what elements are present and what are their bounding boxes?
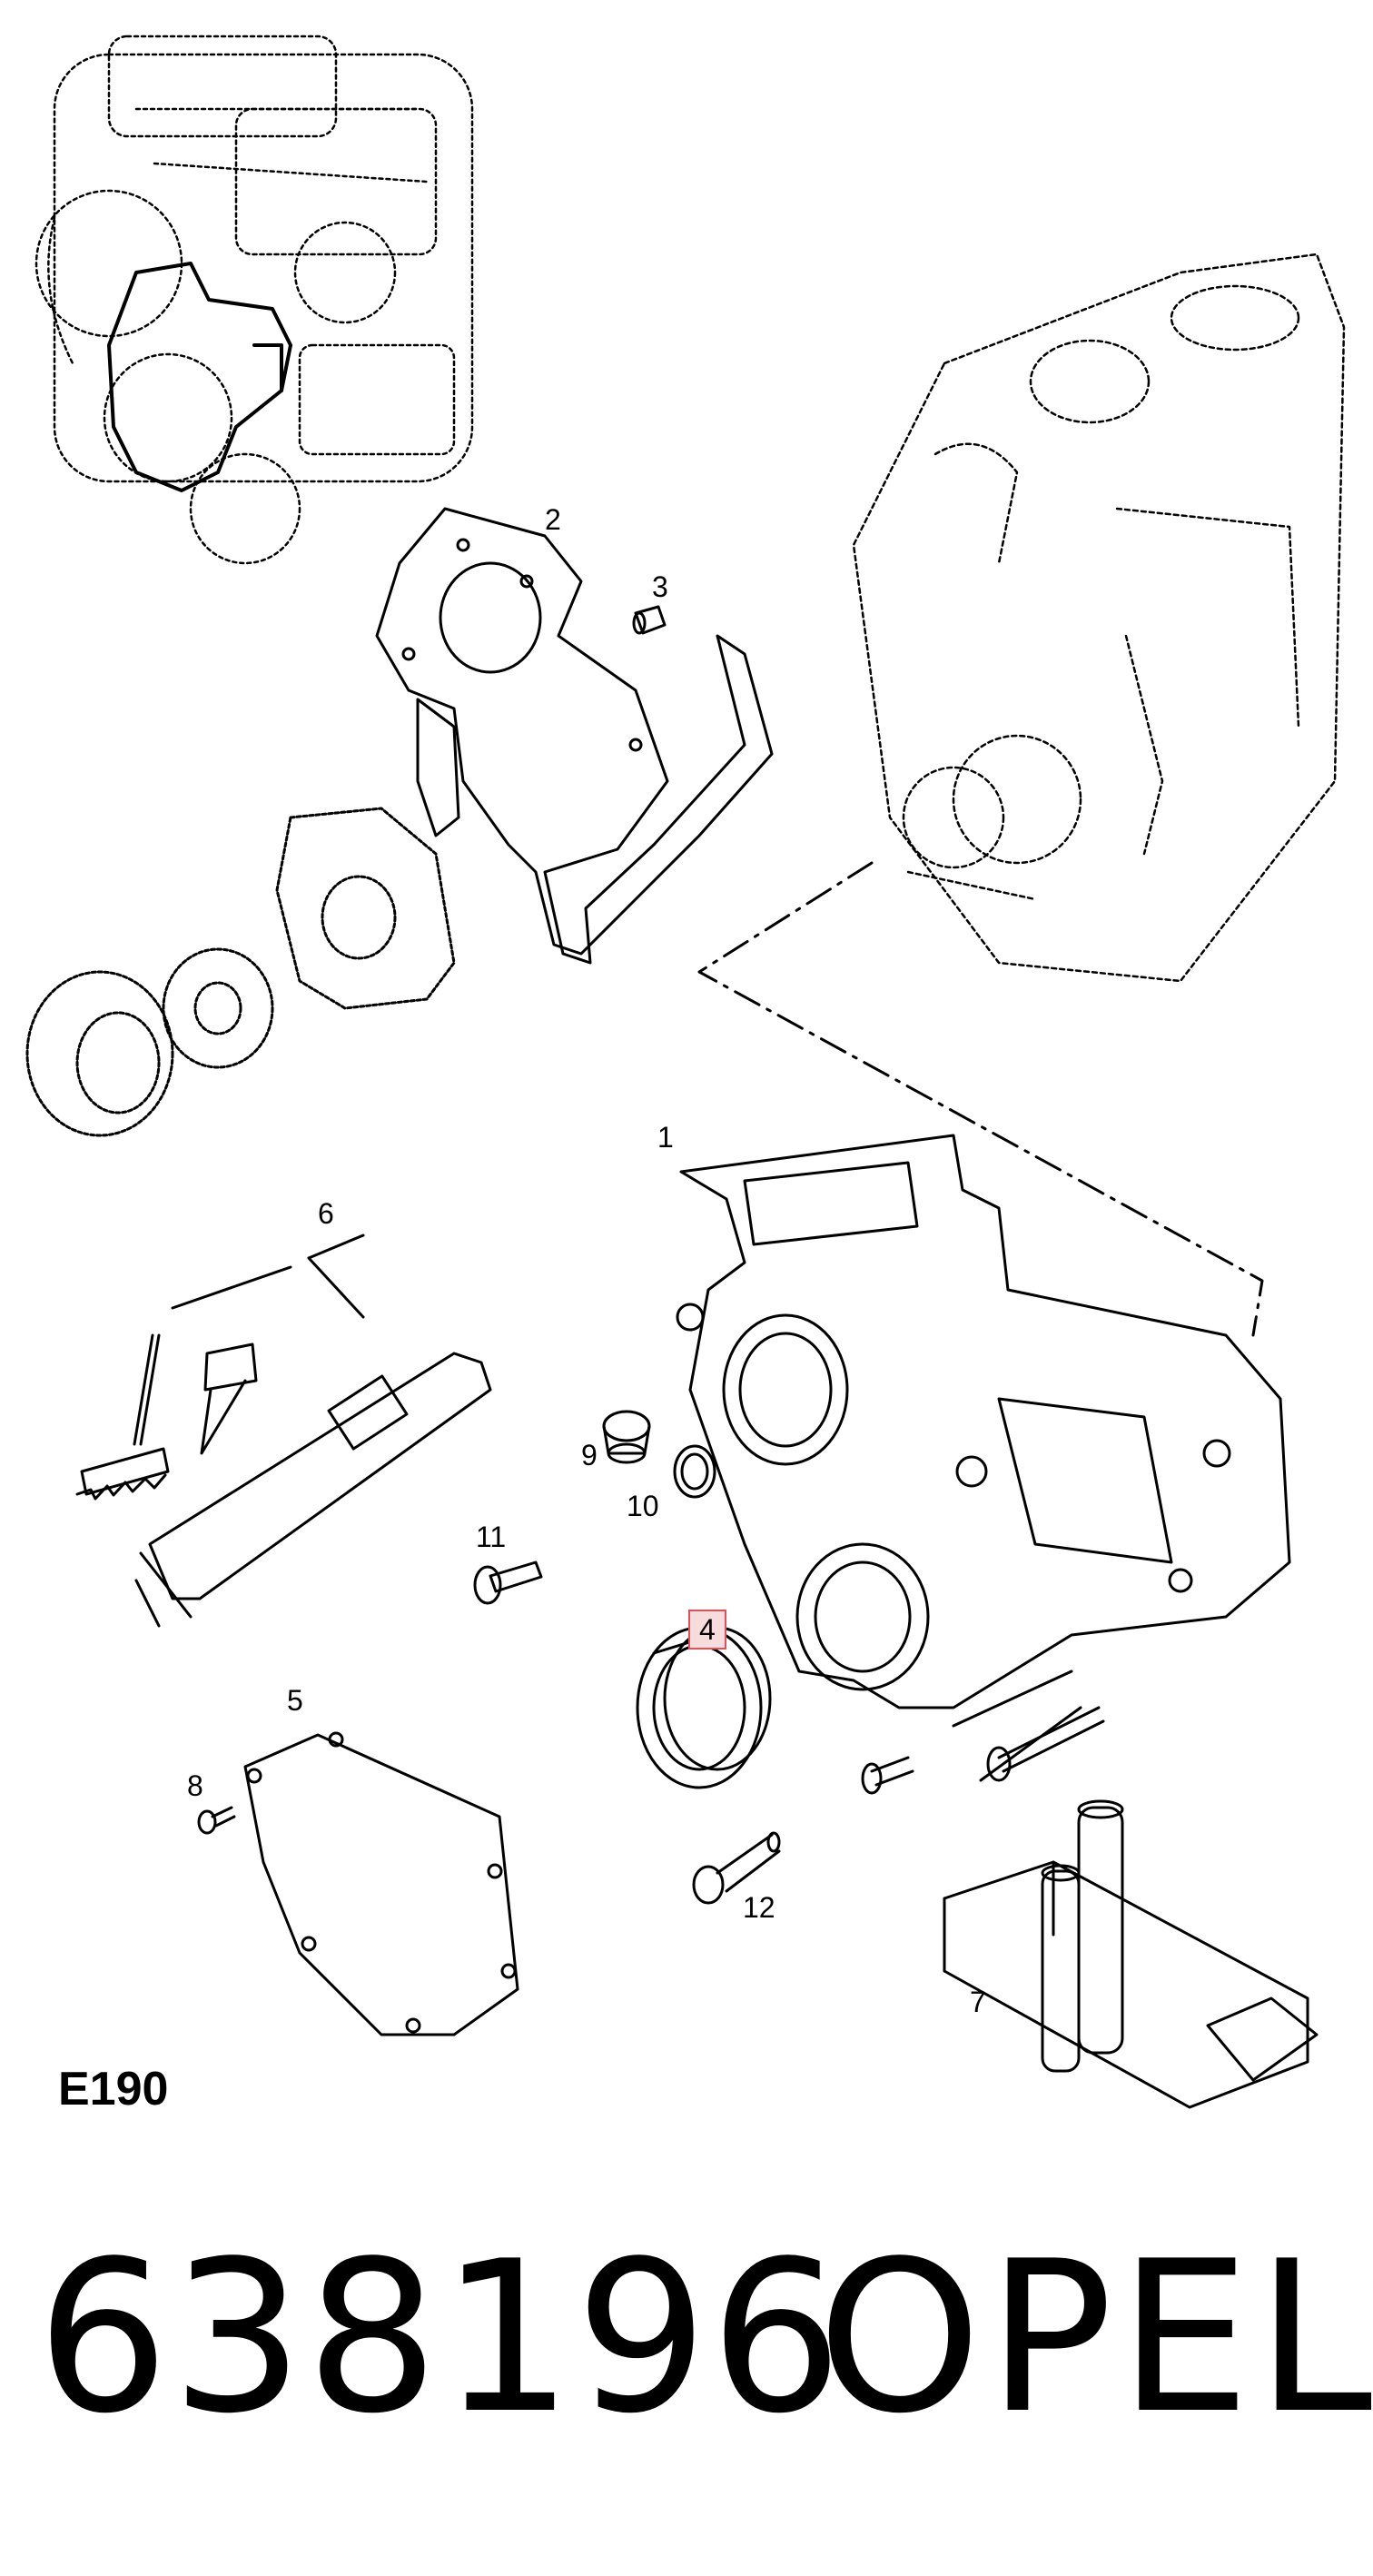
part-10-sealing-washer (673, 1444, 716, 1499)
part-12-bolt (692, 1831, 781, 1905)
oil-pump-outer-ring (25, 970, 174, 1137)
part-number: 638196 (36, 2217, 845, 2460)
callout-9: 9 (581, 1439, 598, 1471)
brand-name: OPEL (817, 2217, 1373, 2460)
callout-5: 5 (287, 1684, 303, 1717)
part-2-timing-cover-gasket (375, 507, 774, 965)
part-8-screw (197, 1806, 236, 1835)
engine-block-illustration (852, 253, 1346, 983)
assembly-guide-line (697, 861, 1264, 1337)
engine-overview-illustration (35, 35, 474, 565)
part-3-dowel-pin (632, 605, 667, 635)
part-1-timing-cover-housing (676, 1134, 1291, 1782)
callout-7: 7 (970, 1986, 986, 2018)
housing-bolt-lower-left (861, 1756, 914, 1795)
callout-6: 6 (318, 1197, 334, 1230)
callout-12: 12 (743, 1891, 775, 1924)
part-4-crankshaft-seal-ring (636, 1626, 772, 1789)
callout-10: 10 (627, 1490, 659, 1522)
part-6-sealant-kit (75, 1234, 492, 1628)
housing-bolt-lower-right (986, 1706, 1105, 1782)
oil-pump-cover-plate (275, 807, 456, 1010)
callout-11: 11 (476, 1521, 507, 1553)
callout-2: 2 (545, 503, 561, 536)
part-11-bolt (473, 1560, 543, 1605)
oil-pump-inner-gear (162, 947, 274, 1069)
callout-8: 8 (187, 1769, 203, 1802)
callout-1: 1 (657, 1121, 674, 1154)
part-9-plug-screw (602, 1410, 651, 1464)
callout-4-highlighted[interactable]: 4 (688, 1610, 726, 1650)
part-7-sealant-cartridge-pack (943, 1799, 1319, 2109)
section-code: E190 (58, 2063, 169, 2115)
callout-3: 3 (652, 570, 668, 603)
part-5-cover-plate-gasket (243, 1731, 519, 2036)
timing-cover-outline-on-engine (107, 262, 292, 492)
